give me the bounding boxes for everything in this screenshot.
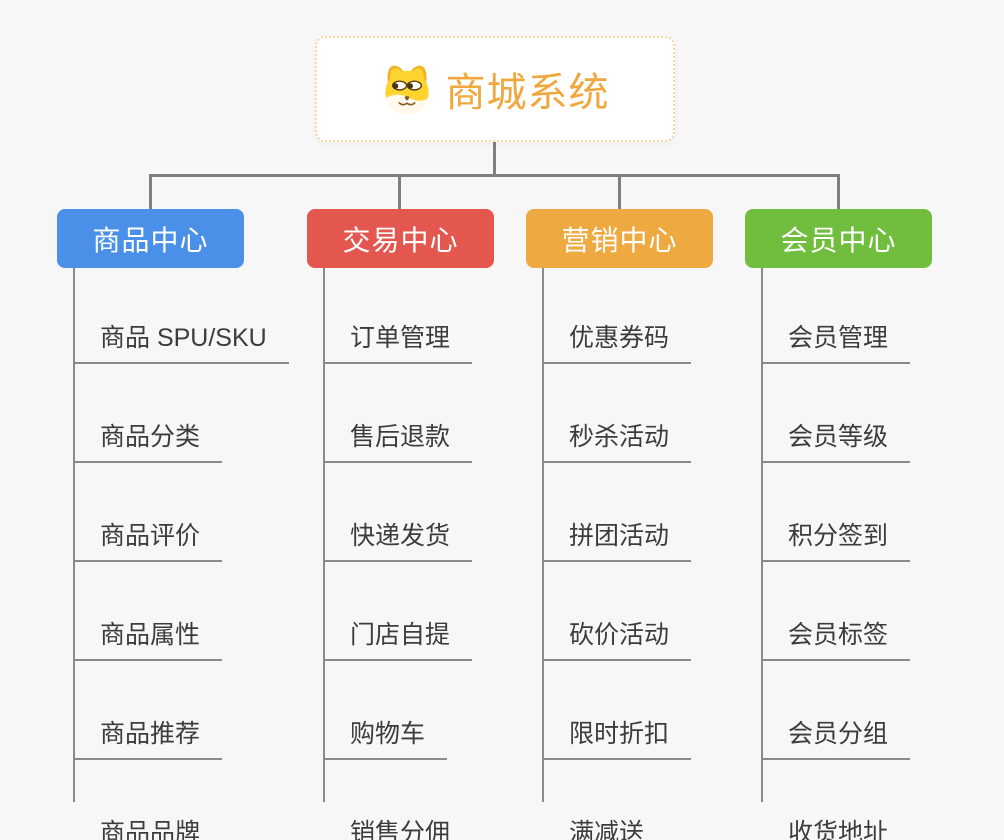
mindmap-leaf-item[interactable]: 满减送: [542, 760, 666, 840]
branch-connector-line: [323, 268, 325, 802]
mindmap-leaf-item[interactable]: 积分签到: [761, 463, 911, 562]
branch-node[interactable]: 会员中心: [745, 209, 932, 268]
mindmap-leaf-item[interactable]: 拼团活动: [542, 463, 692, 562]
connector-drop-4: [837, 174, 840, 211]
branch-node[interactable]: 交易中心: [307, 209, 494, 268]
mindmap-leaf-item[interactable]: 会员分组: [761, 661, 911, 760]
mindmap-leaf-item[interactable]: 会员标签: [761, 562, 911, 661]
branch-node[interactable]: 商品中心: [57, 209, 244, 268]
mindmap-leaf-item[interactable]: 商品 SPU/SKU: [73, 265, 289, 364]
connector-bus: [149, 174, 840, 177]
mindmap-leaf-item[interactable]: 商品属性: [73, 562, 223, 661]
mindmap-leaf-item[interactable]: 秒杀活动: [542, 364, 692, 463]
connector-drop-3: [618, 174, 621, 211]
mindmap-leaf-item[interactable]: 售后退款: [323, 364, 473, 463]
connector-root-stub: [493, 142, 496, 175]
mindmap-leaf-item[interactable]: 砍价活动: [542, 562, 692, 661]
mindmap-leaf-item[interactable]: 门店自提: [323, 562, 473, 661]
mindmap-leaf-item[interactable]: 会员管理: [761, 265, 911, 364]
root-node[interactable]: 商城系统: [315, 36, 675, 142]
mindmap-leaf-item[interactable]: 订单管理: [323, 265, 473, 364]
mindmap-leaf-item[interactable]: 快递发货: [323, 463, 473, 562]
mindmap-leaf-item[interactable]: 会员等级: [761, 364, 911, 463]
connector-drop-1: [149, 174, 152, 211]
mindmap-leaf-item[interactable]: 商品分类: [73, 364, 223, 463]
leaf-item-list: 优惠券码秒杀活动拼团活动砍价活动限时折扣满减送: [542, 265, 692, 840]
mindmap-leaf-item[interactable]: 销售分佣: [323, 760, 472, 840]
leaf-item-list: 订单管理售后退款快递发货门店自提购物车销售分佣: [323, 265, 473, 840]
mindmap-leaf-item[interactable]: 收货地址: [761, 760, 910, 840]
branch-connector-line: [761, 268, 763, 802]
mindmap-leaf-item[interactable]: 限时折扣: [542, 661, 692, 760]
branch-connector-line: [542, 268, 544, 802]
mindmap-leaf-item[interactable]: 优惠券码: [542, 265, 692, 364]
branch-node[interactable]: 营销中心: [526, 209, 713, 268]
dog-face-icon: [384, 65, 429, 115]
mindmap-leaf-item[interactable]: 购物车: [323, 661, 448, 760]
mindmap-leaf-item[interactable]: 商品品牌: [73, 760, 222, 840]
leaf-item-list: 会员管理会员等级积分签到会员标签会员分组收货地址: [761, 265, 911, 840]
mindmap-leaf-item[interactable]: 商品评价: [73, 463, 223, 562]
connector-drop-2: [398, 174, 401, 211]
branch-connector-line: [73, 268, 75, 802]
mindmap-leaf-item[interactable]: 商品推荐: [73, 661, 223, 760]
root-title: 商城系统: [445, 71, 610, 115]
